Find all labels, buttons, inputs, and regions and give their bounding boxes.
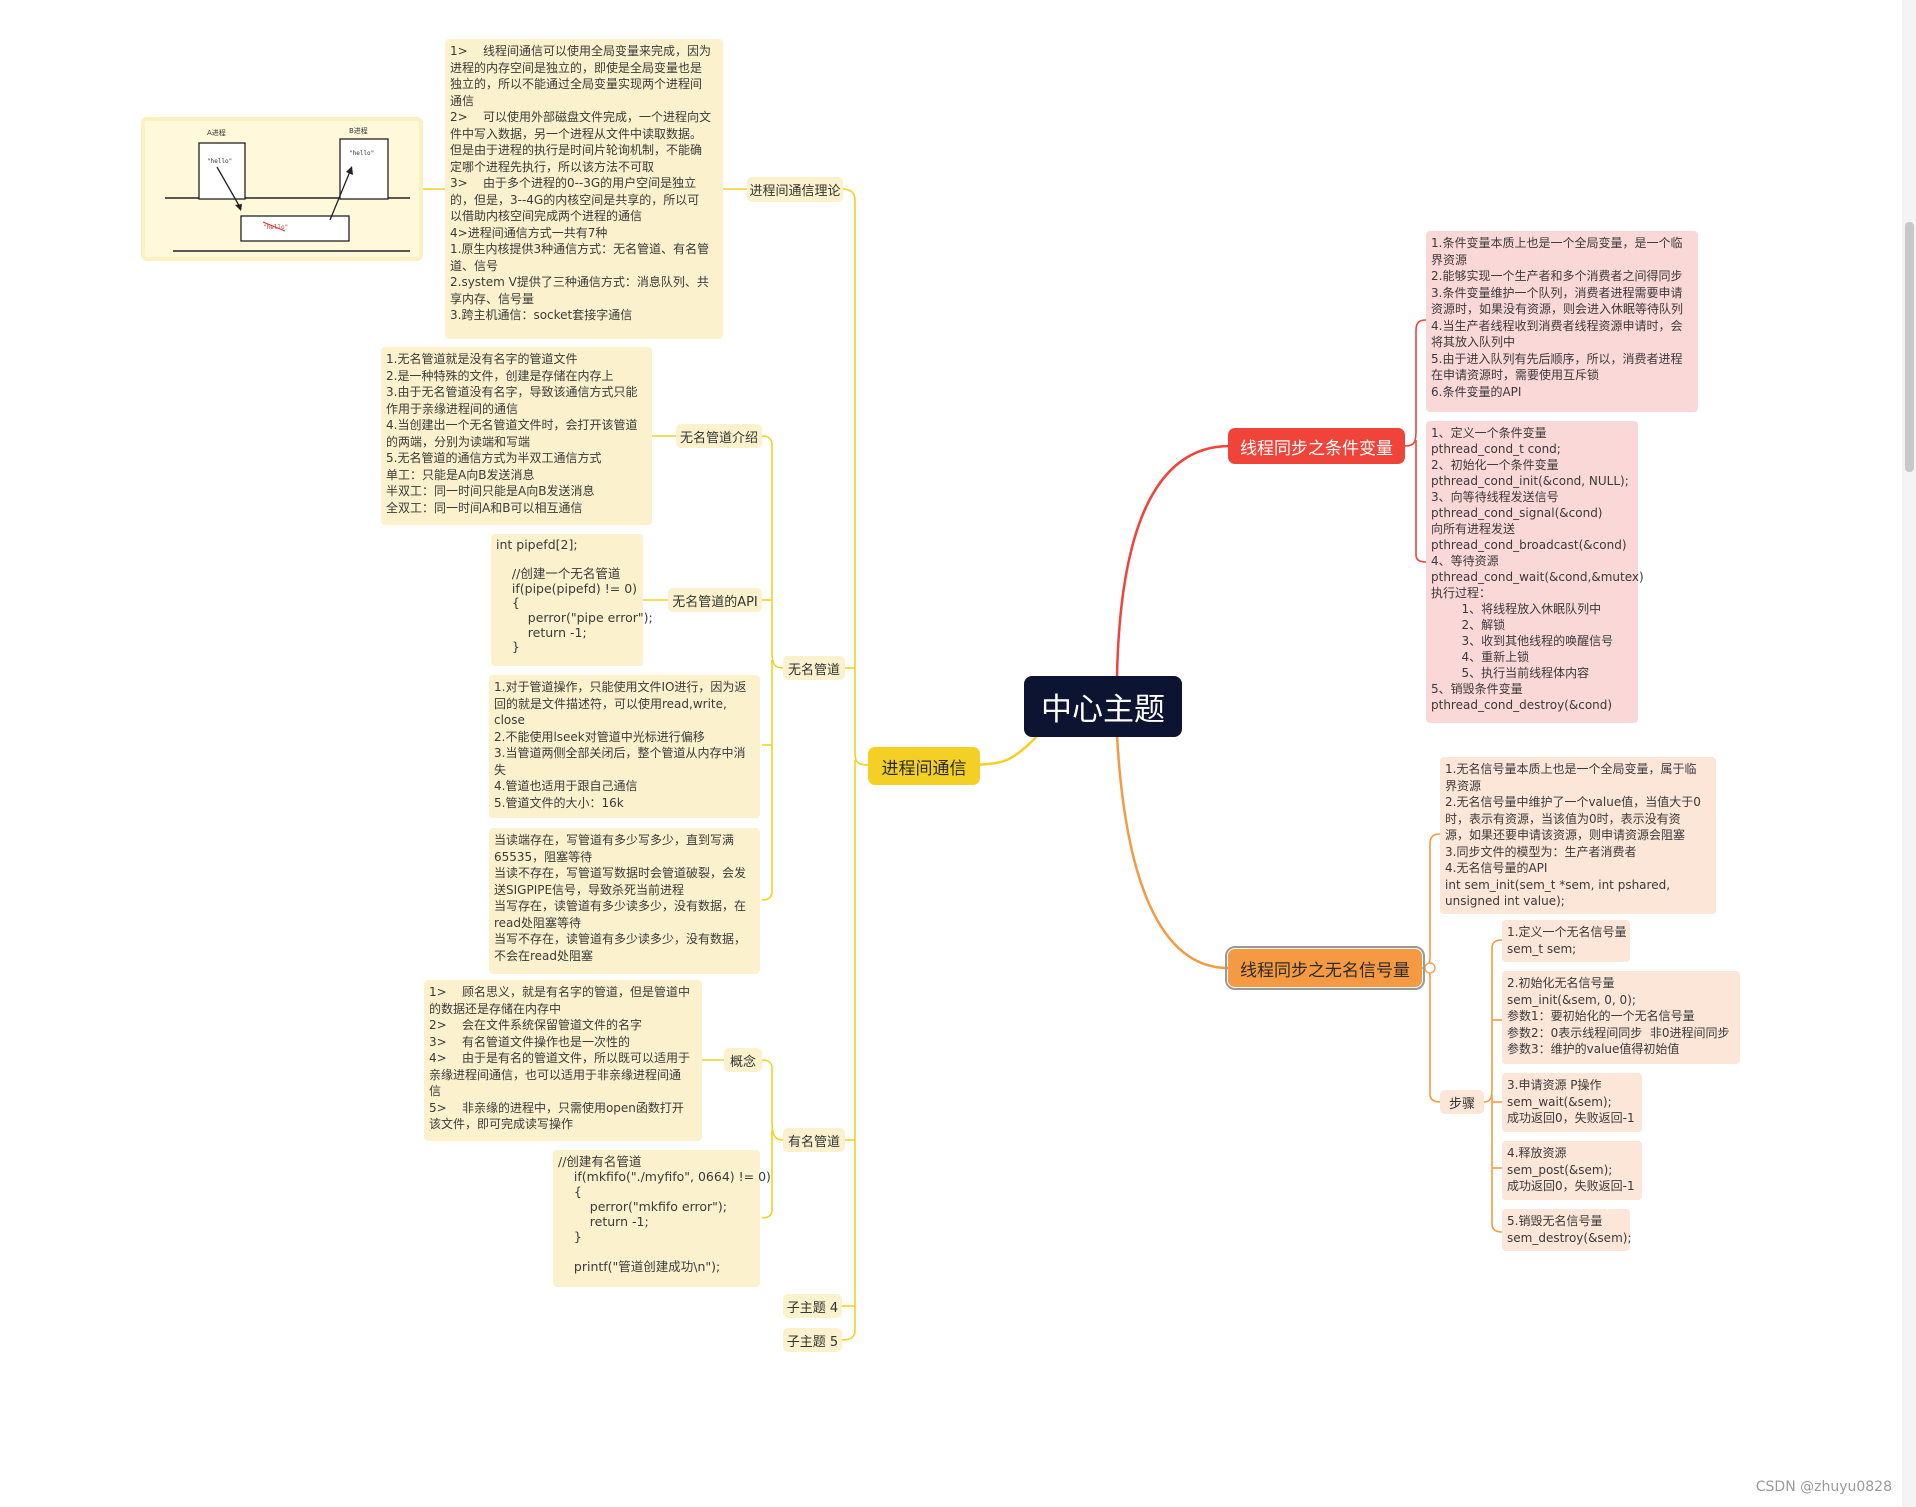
topic-sem[interactable]: 线程同步之无名信号量 bbox=[1225, 946, 1425, 990]
scrollbar-thumb[interactable] bbox=[1905, 222, 1914, 472]
link-sem-trunk bbox=[1421, 833, 1441, 969]
topic-named-pipe-label: 有名管道 bbox=[787, 1134, 840, 1150]
note-named-pipe-code: //创建有名管道 if(mkfifo("./myfifo", 0664) != … bbox=[553, 1150, 771, 1287]
topic-ipc[interactable]: 进程间通信 bbox=[868, 747, 980, 785]
topic-ipc-label: 进程间通信 bbox=[881, 758, 967, 779]
link-cond-trunk bbox=[1404, 319, 1427, 447]
vertical-scrollbar[interactable] bbox=[1902, 0, 1916, 1507]
central-topic[interactable]: 中心主题 bbox=[1024, 676, 1182, 737]
note-anon-pipe-api: int pipefd[2]; //创建一个无名管道 if(pipe(pipefd… bbox=[491, 534, 653, 666]
note-named-pipe-concept: 1> 顾名思义，就是有名字的管道，但是管道中 的数据还是存储在内存中 2> 会在… bbox=[424, 980, 702, 1141]
topic-sub-4[interactable]: 子主题 4 bbox=[783, 1294, 842, 1318]
topic-sem-steps-label: 步骤 bbox=[1448, 1096, 1475, 1112]
note-sem-step-3: 3.申请资源 P操作 sem_wait(&sem); 成功返回0，失败返回-1 bbox=[1502, 1073, 1642, 1132]
link-steps-trunk2 bbox=[1491, 1095, 1503, 1233]
note-sem-intro: 1.无名信号量本质上也是一个全局变量，属于临 界资源 2.无名信号量中维护了一个… bbox=[1440, 757, 1716, 914]
topic-ipc-theory[interactable]: 进程间通信理论 bbox=[747, 177, 843, 202]
diagram-text-left: "hello" bbox=[207, 158, 232, 165]
link-ipc-trunk bbox=[841, 188, 869, 766]
topic-sub-5[interactable]: 子主题 5 bbox=[783, 1328, 842, 1352]
topic-sem-steps[interactable]: 步骤 bbox=[1440, 1090, 1484, 1114]
link-ipc-trunk-down bbox=[841, 760, 856, 1341]
note-cond-intro: 1.条件变量本质上也是一个全局变量，是一个临 界资源 2.能够实现一个生产者和多… bbox=[1426, 231, 1698, 412]
note-anon-pipe-intro: 1.无名管道就是没有名字的管道文件 2.是一种特殊的文件，创建是存储在内存上 3… bbox=[381, 347, 652, 525]
topic-anon-pipe-label: 无名管道 bbox=[787, 662, 840, 678]
note-cond-api: 1、定义一个条件变量 pthread_cond_t cond; 2、初始化一个条… bbox=[1426, 421, 1644, 723]
link-central-ipc bbox=[974, 734, 1039, 767]
note-anon-pipe-rw: 当读端存在，写管道有多少写多少，直到写满 65535，阻塞等待 当读不存在，写管… bbox=[489, 828, 760, 974]
note-anon-pipe-ops: 1.对于管道操作，只能使用文件IO进行，因为返 回的就是文件描述符，可以使用re… bbox=[489, 675, 760, 818]
link-anon-trunk2 bbox=[761, 660, 773, 901]
topic-ipc-theory-label: 进程间通信理论 bbox=[749, 184, 841, 199]
link-anon-trunk bbox=[761, 435, 784, 669]
diagram-label-right: B进程 bbox=[349, 126, 368, 135]
note-sem-step-1: 1.定义一个无名信号量 sem_t sem; bbox=[1502, 920, 1630, 962]
diagram-text-right: "hello" bbox=[349, 150, 374, 157]
process-diagram-svg: A进程 B进程 "hello" "hello" "hello" bbox=[165, 126, 410, 252]
topic-cond-label: 线程同步之条件变量 bbox=[1240, 438, 1393, 459]
note-sem-step-4: 4.释放资源 sem_post(&sem); 成功返回0，失败返回-1 bbox=[1502, 1141, 1642, 1200]
topic-anon-pipe-intro-label: 无名管道介绍 bbox=[679, 430, 758, 446]
topic-named-pipe[interactable]: 有名管道 bbox=[783, 1128, 845, 1152]
topic-named-pipe-concept[interactable]: 概念 bbox=[724, 1048, 762, 1072]
collapse-handle bbox=[1424, 962, 1436, 974]
central-topic-label: 中心主题 bbox=[1041, 692, 1165, 728]
link-steps-trunk bbox=[1483, 939, 1503, 1103]
link-cond-trunk2 bbox=[1415, 440, 1427, 563]
link-named-code bbox=[761, 1130, 773, 1219]
embedded-process-diagram: A进程 B进程 "hello" "hello" "hello" bbox=[141, 117, 423, 261]
topic-anon-pipe[interactable]: 无名管道 bbox=[783, 656, 845, 680]
watermark: CSDN @zhuyu0828 bbox=[1755, 1479, 1892, 1495]
diagram-label-left: A进程 bbox=[207, 128, 226, 137]
note-ipc-theory: 1> 线程间通信可以使用全局变量来完成，因为 进程的内存空间是独立的，即使是全局… bbox=[445, 39, 723, 339]
note-sem-step-2: 2.初始化无名信号量 sem_init(&sem, 0, 0); 参数1：要初始… bbox=[1502, 971, 1740, 1064]
link-sem-steps bbox=[1429, 962, 1441, 1103]
link-central-sem bbox=[1115, 734, 1229, 970]
topic-named-pipe-concept-label: 概念 bbox=[729, 1054, 756, 1070]
topic-sub-4-label: 子主题 4 bbox=[786, 1300, 839, 1316]
link-named-trunk bbox=[761, 1059, 784, 1141]
topic-sem-label: 线程同步之无名信号量 bbox=[1240, 960, 1410, 981]
note-sem-step-5: 5.销毁无名信号量 sem_destroy(&sem); bbox=[1502, 1209, 1631, 1251]
topic-cond[interactable]: 线程同步之条件变量 bbox=[1228, 428, 1405, 464]
topic-anon-pipe-intro[interactable]: 无名管道介绍 bbox=[676, 424, 762, 448]
topic-anon-pipe-api[interactable]: 无名管道的API bbox=[668, 588, 762, 612]
link-central-cond bbox=[1115, 444, 1231, 677]
topic-anon-pipe-api-label: 无名管道的API bbox=[672, 594, 758, 610]
topic-sub-5-label: 子主题 5 bbox=[786, 1334, 839, 1350]
